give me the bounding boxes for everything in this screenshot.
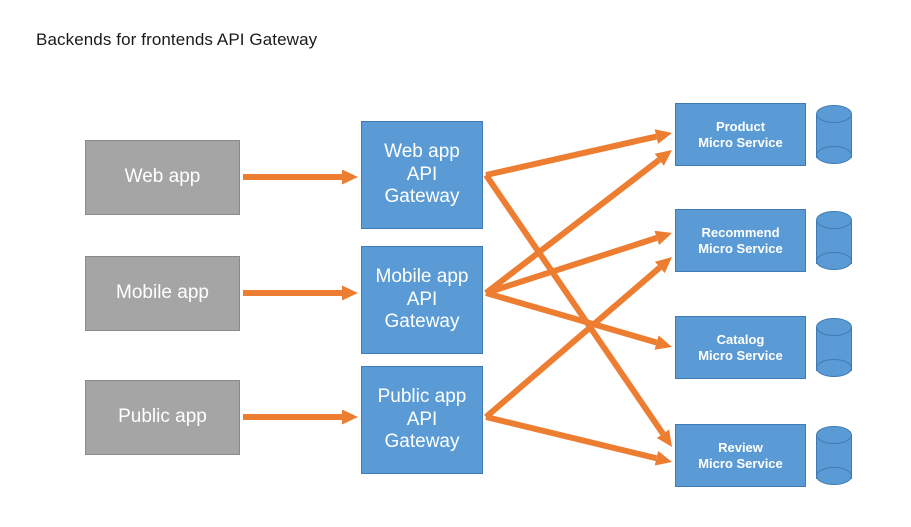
web-app-gateway-label-line-1: Web app <box>384 141 460 163</box>
review-micro-service-label-line-1: Review <box>718 440 763 456</box>
public-app-to-public-gateway-arrow <box>243 409 358 425</box>
catalog-micro-service-label-line-2: Micro Service <box>698 347 783 363</box>
database-bottom <box>816 467 852 485</box>
web-gateway-to-product-shaft <box>485 133 658 178</box>
mobile-gateway-to-product-arrow <box>484 150 672 296</box>
mobile-app-gateway-label-line-3: Gateway <box>384 311 460 333</box>
database-top <box>816 211 852 229</box>
mobile-gateway-to-product-arrowhead <box>654 150 672 166</box>
web-gateway-to-product-arrowhead <box>654 129 672 144</box>
catalog-micro-service-label-line-1: Catalog <box>716 332 765 348</box>
database-bottom <box>816 359 852 377</box>
public-app-to-public-gateway-arrowhead <box>342 409 358 425</box>
mobile-app-label-line-1: Mobile app <box>116 282 209 304</box>
mobile-gateway-to-recommend-shaft <box>485 235 658 296</box>
mobile-app-to-mobile-gateway-arrow <box>243 285 358 301</box>
product-micro-service-label-line-2: Micro Service <box>698 134 783 150</box>
database-bottom <box>816 252 852 270</box>
public-app-box[interactable]: Public app <box>85 380 240 455</box>
recommend-micro-service-label-line-2: Micro Service <box>698 240 783 256</box>
public-gateway-to-recommend-shaft <box>484 265 662 420</box>
public-app-label-line-1: Public app <box>118 406 207 428</box>
public-gateway-to-recommend-arrowhead <box>654 257 672 274</box>
database-top <box>816 318 852 336</box>
web-app-box[interactable]: Web app <box>85 140 240 215</box>
public-gateway-to-review-arrowhead <box>654 450 672 466</box>
web-app-gateway-label-line-3: Gateway <box>384 186 460 208</box>
public-app-gateway-label-line-3: Gateway <box>384 431 460 453</box>
product-micro-service-database-icon <box>816 105 852 167</box>
web-app-to-web-gateway-arrow <box>243 169 358 185</box>
web-app-to-web-gateway-arrowhead <box>342 169 358 185</box>
mobile-app-gateway-label-line-1: Mobile app <box>375 266 469 288</box>
web-gateway-to-review-shaft <box>483 173 666 436</box>
database-top <box>816 426 852 444</box>
public-app-gateway-label-line-2: API <box>406 408 438 430</box>
public-gateway-to-review-arrow <box>485 414 672 466</box>
web-gateway-to-product-arrow <box>485 129 672 178</box>
catalog-micro-service-database-icon <box>816 318 852 380</box>
mobile-app-to-mobile-gateway-arrowhead <box>342 285 358 301</box>
public-gateway-to-recommend-arrow <box>484 257 672 420</box>
web-app-label-line-1: Web app <box>124 166 201 188</box>
database-top <box>816 105 852 123</box>
page-title: Backends for frontends API Gateway <box>36 30 318 49</box>
web-gateway-to-review-arrowhead <box>656 429 672 447</box>
recommend-micro-service-database-icon <box>816 211 852 273</box>
mobile-gateway-to-recommend-arrowhead <box>654 230 672 246</box>
mobile-gateway-to-catalog-arrowhead <box>654 335 672 350</box>
web-gateway-to-review-arrow <box>483 173 672 447</box>
public-app-gateway-label-line-1: Public app <box>377 386 467 408</box>
web-app-gateway-label-line-2: API <box>406 163 438 185</box>
mobile-app-box[interactable]: Mobile app <box>85 256 240 331</box>
recommend-micro-service-label-line-1: Recommend <box>701 225 780 241</box>
mobile-app-gateway-label-line-2: API <box>406 288 438 310</box>
mobile-gateway-to-recommend-arrow <box>485 230 672 296</box>
product-micro-service-label-line-1: Product <box>715 119 766 135</box>
review-micro-service-label-line-2: Micro Service <box>698 455 783 471</box>
review-micro-service-database-icon <box>816 426 852 488</box>
database-bottom <box>816 146 852 164</box>
mobile-gateway-to-catalog-shaft <box>485 290 658 346</box>
mobile-gateway-to-catalog-arrow <box>485 290 672 350</box>
public-gateway-to-review-shaft <box>485 414 658 462</box>
mobile-gateway-to-product-shaft <box>484 157 662 296</box>
